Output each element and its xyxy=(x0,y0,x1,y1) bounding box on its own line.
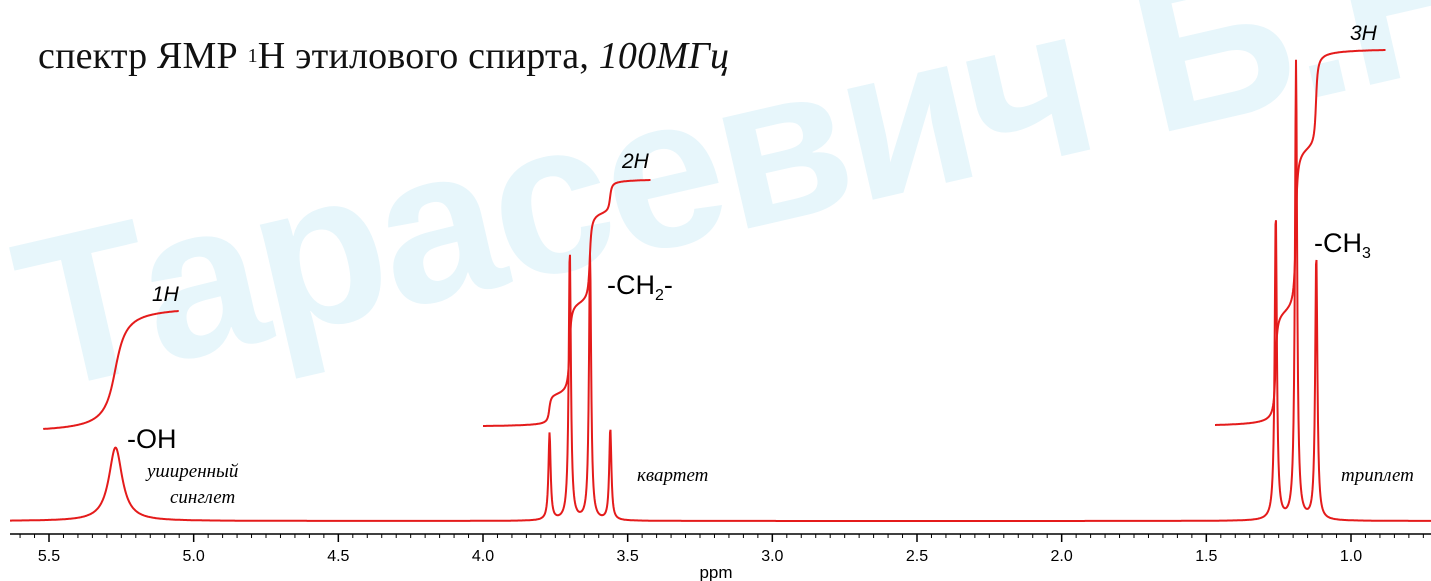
ch2-group-text: -CH xyxy=(607,270,655,300)
label-oh-pattern-2: синглет xyxy=(170,487,235,508)
title-mid: H этилового спирта, xyxy=(257,35,599,77)
integral-curve-1h xyxy=(43,310,179,430)
x-tick-label: 3.5 xyxy=(617,548,639,565)
label-ch3-group: -CH3 xyxy=(1314,228,1371,262)
x-axis: 5.5 5.0 4.5 4.0 3.5 3.0 2.5 2.0 1.5 1.0 ppm xyxy=(10,533,1431,581)
title-prefix: спектр ЯМР xyxy=(38,35,248,77)
x-tick-label: 1.0 xyxy=(1340,548,1362,565)
x-tick-label: 2.5 xyxy=(906,548,928,565)
integral-label-1h: 1H xyxy=(152,283,180,306)
label-ch2-pattern: квартет xyxy=(637,465,708,486)
label-oh-pattern-1: уширенный xyxy=(145,461,239,482)
x-minor-ticks xyxy=(19,534,1424,538)
integral-curves xyxy=(43,49,1386,430)
label-ch2-group: -CH2- xyxy=(607,270,673,304)
ch3-group-subscript: 3 xyxy=(1362,245,1371,262)
ch3-group-text: -CH xyxy=(1314,228,1362,258)
x-major-ticks xyxy=(48,534,1352,542)
x-axis-label: ppm xyxy=(699,563,732,581)
spectrum-line xyxy=(10,59,1431,522)
label-ch3-pattern: триплет xyxy=(1341,465,1414,486)
x-tick-label: 3.0 xyxy=(761,548,783,565)
x-tick-label: 1.5 xyxy=(1195,548,1217,565)
x-tick-label: 2.0 xyxy=(1051,548,1073,565)
chart-title: спектр ЯМР 1H этилового спирта, 100МГц xyxy=(38,34,729,78)
integral-curve-2h xyxy=(483,179,651,427)
x-tick-label: 5.0 xyxy=(183,548,205,565)
ch2-group-subscript: 2 xyxy=(655,287,664,304)
integral-label-2h: 2H xyxy=(621,150,650,173)
integral-label-3h: 3H xyxy=(1350,22,1378,45)
x-tick-labels: 5.5 5.0 4.5 4.0 3.5 3.0 2.5 2.0 1.5 1.0 xyxy=(38,548,1362,565)
label-oh-group: -OH xyxy=(127,424,177,454)
title-isotope-sup: 1 xyxy=(247,45,258,67)
x-tick-label: 5.5 xyxy=(38,548,60,565)
integral-curve-3h xyxy=(1215,49,1386,426)
title-frequency: 100МГц xyxy=(598,35,730,77)
x-tick-label: 4.5 xyxy=(327,548,349,565)
x-tick-label: 4.0 xyxy=(472,548,494,565)
ch2-group-dash: - xyxy=(664,270,673,300)
